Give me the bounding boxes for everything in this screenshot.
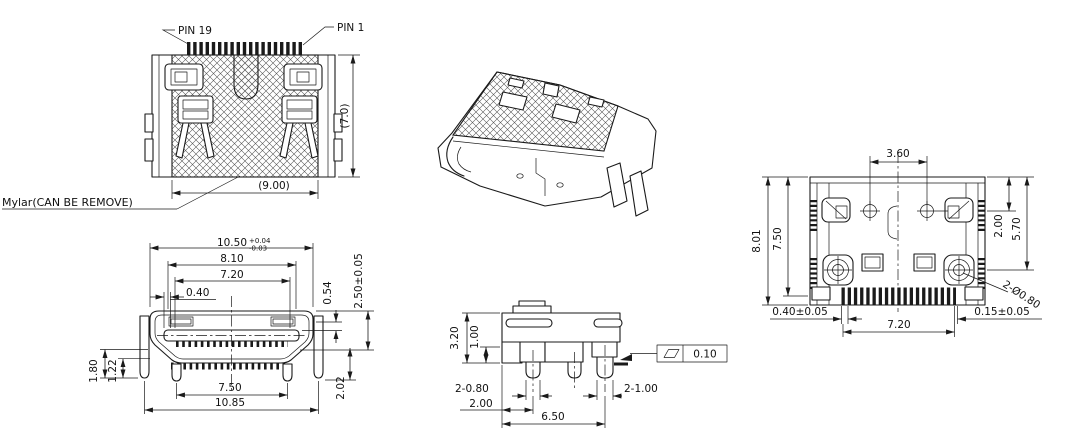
dim-pad-span: 7.20 <box>887 319 910 331</box>
flatness-symbol-icon <box>663 349 680 358</box>
dim-top-width: (9.00) <box>258 180 290 192</box>
dim-foot-height: 1.22 <box>107 359 119 382</box>
dim-side-height: 3.20 <box>449 326 461 349</box>
leader-arrow <box>620 354 632 361</box>
dim-post-span: 7.50 <box>218 382 241 394</box>
dim-overall-width-tol-upper: +0.04 <box>249 237 271 245</box>
isometric-view <box>437 71 657 217</box>
dim-post-span-side: 6.50 <box>541 411 564 423</box>
side-view: 3.20 1.00 2-0.80 2.00 6.50 2-1.00 0.10 <box>449 300 728 428</box>
dim-top-depth: (7.0) <box>339 104 351 129</box>
dim-rear-posts: 2-1.00 <box>624 383 658 395</box>
dim-shell-height: 2.50±0.05 <box>353 253 365 309</box>
dim-step-height: 1.00 <box>469 325 481 348</box>
top-view: PIN 19 PIN 1 (7.0) (9.00) Mylar(CAN BE R… <box>2 22 364 210</box>
front-view: 10.50 +0.04 -0.03 8.10 7.20 0.40 0.54 2.… <box>88 237 374 414</box>
dim-front-post-offset: 2.00 <box>469 398 492 410</box>
dim-overall-width: 10.50 <box>217 237 247 249</box>
pin1-label: PIN 1 <box>337 22 364 34</box>
dim-front-posts: 2-0.80 <box>455 383 489 395</box>
dim-flatness-tol: 0.10 <box>693 349 716 361</box>
dim-rear-leg-height: 2.02 <box>335 376 347 399</box>
dim-boss-pitch: 3.60 <box>886 148 909 160</box>
dim-overall-width-tol-lower: -0.03 <box>249 245 267 253</box>
dim-overall-width-feet: 10.85 <box>215 397 245 409</box>
dim-contact-pitch: 0.40 <box>186 287 209 299</box>
dim-pad-width: 0.40±0.05 <box>772 306 828 318</box>
dim-contact-span: 7.20 <box>220 269 243 281</box>
dim-tongue-offset: 0.54 <box>322 281 334 305</box>
dim-shield-width: 8.10 <box>220 253 243 265</box>
dim-leg-length: 1.80 <box>88 359 100 382</box>
dim-body-depth: 7.50 <box>772 227 784 250</box>
dim-boss-offset: 2.00 <box>993 214 1005 237</box>
dim-overall-depth: 8.01 <box>751 229 763 252</box>
dim-pad-gap: 0.15±0.05 <box>974 306 1030 318</box>
bottom-view: 3.60 8.01 7.50 2.00 5.70 2-Ø0.80 0.40±0.… <box>751 148 1042 337</box>
pin19-label: PIN 19 <box>178 25 212 37</box>
dim-screw-offset: 5.70 <box>1011 217 1023 240</box>
mylar-note: Mylar(CAN BE REMOVE) <box>2 196 133 209</box>
